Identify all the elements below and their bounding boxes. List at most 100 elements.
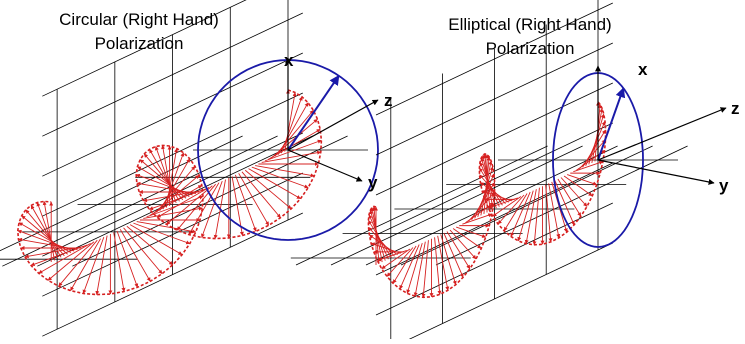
grid-line <box>435 145 688 266</box>
efield-vector <box>82 236 105 294</box>
efield-vector <box>452 228 482 249</box>
efield-vector <box>465 202 494 224</box>
efield-vector <box>156 186 210 218</box>
efield-vector <box>421 240 429 298</box>
panel-title-line1: Circular (Right Hand) <box>59 10 219 29</box>
efield-vector <box>573 160 604 173</box>
efield-vector <box>135 173 193 196</box>
efield-vector <box>18 237 78 250</box>
efield-vector <box>238 173 270 226</box>
efield-vector <box>119 229 151 282</box>
z-axis <box>287 99 379 151</box>
efield-vector <box>497 194 525 225</box>
efield-vector <box>563 175 593 197</box>
efield-vector <box>548 183 561 239</box>
efield-vector <box>532 187 540 246</box>
efield-vector <box>136 221 197 234</box>
efield-vector <box>156 165 196 213</box>
efield-vector <box>437 235 450 291</box>
efield-vector <box>255 165 315 178</box>
grid-line <box>72 135 348 267</box>
efield-vector <box>440 234 457 285</box>
panel-title-line2: Polarization <box>486 39 575 58</box>
elliptical-polarization-panel: Elliptical (Right Hand) Polarization x z… <box>290 0 740 344</box>
polarization-ellipse <box>552 72 644 248</box>
axes <box>595 65 727 185</box>
efield-vector <box>166 185 213 225</box>
panel-title-line2: Polarization <box>95 34 184 53</box>
efield-vector <box>30 205 62 258</box>
helix-trace <box>16 89 323 296</box>
efield-vector <box>261 150 322 163</box>
efield-vector <box>42 200 55 261</box>
efield-now-vector <box>287 74 340 151</box>
efield-vector <box>18 222 72 254</box>
efield-vector <box>372 206 380 264</box>
efield-vector <box>146 195 204 218</box>
efield-vectors <box>367 101 607 299</box>
efield-vector <box>36 202 59 260</box>
efield-vector <box>462 213 493 225</box>
efield-vector <box>188 182 220 235</box>
efield-vector <box>137 166 190 198</box>
efield-vector <box>17 229 75 252</box>
efield-vector <box>517 190 534 242</box>
efield-vector <box>557 178 582 217</box>
efield-vector <box>413 241 426 297</box>
efield-vector <box>446 231 471 270</box>
y-axis <box>287 149 363 182</box>
y-axis-label: y <box>719 176 729 195</box>
efield-vector <box>201 180 223 238</box>
efield-vector <box>133 222 191 245</box>
x-axis-label: x <box>638 60 648 79</box>
efield-vector <box>113 232 126 292</box>
efield-vector <box>129 224 183 256</box>
efield-vector <box>399 244 420 290</box>
efield-vector <box>579 139 606 170</box>
efield-vector <box>503 193 528 232</box>
efield-vector <box>143 153 184 201</box>
efield-vector <box>456 226 487 238</box>
efield-vector <box>268 128 321 160</box>
efield-vector <box>251 166 309 189</box>
efield-vector <box>545 184 553 243</box>
efield-vector <box>149 149 180 202</box>
efield-vector <box>386 247 414 277</box>
z-axis-label: z <box>384 91 393 110</box>
efield-vector <box>25 209 65 257</box>
efield-vector <box>434 237 442 295</box>
z-axis-label: z <box>731 99 740 118</box>
efield-vector <box>126 225 174 266</box>
efield-vector <box>449 229 477 260</box>
efield-vector <box>21 215 68 255</box>
efield-vector <box>70 238 101 291</box>
efield-vector <box>492 196 522 217</box>
efield-vector <box>510 191 531 237</box>
efield-vector <box>560 177 588 207</box>
efield-vector <box>588 113 605 165</box>
efield-vectors <box>16 89 323 296</box>
panel-title-line1: Elliptical (Right Hand) <box>448 15 611 34</box>
efield-vector <box>139 159 187 199</box>
efield-vector <box>567 174 598 186</box>
circular-polarization-panel: Circular (Right Hand) Polarization x z y <box>0 0 393 337</box>
efield-vector <box>136 181 196 194</box>
efield-vector <box>47 241 95 281</box>
efield-now-vector <box>597 87 626 161</box>
z-axis <box>597 107 727 161</box>
efield-vector <box>468 191 495 222</box>
efield-vector <box>152 174 200 215</box>
efield-vector <box>524 189 537 245</box>
efield-vector <box>392 245 417 284</box>
grid-line <box>295 145 548 266</box>
efield-vector <box>95 235 108 296</box>
efield-vector <box>443 232 464 278</box>
y-axis-label: y <box>368 173 378 192</box>
efield-vector <box>368 214 389 260</box>
efield-vector <box>244 169 292 210</box>
y-axis <box>597 159 715 185</box>
efield-vector <box>234 174 257 232</box>
grid-line <box>365 145 618 266</box>
grid-line <box>0 135 243 252</box>
